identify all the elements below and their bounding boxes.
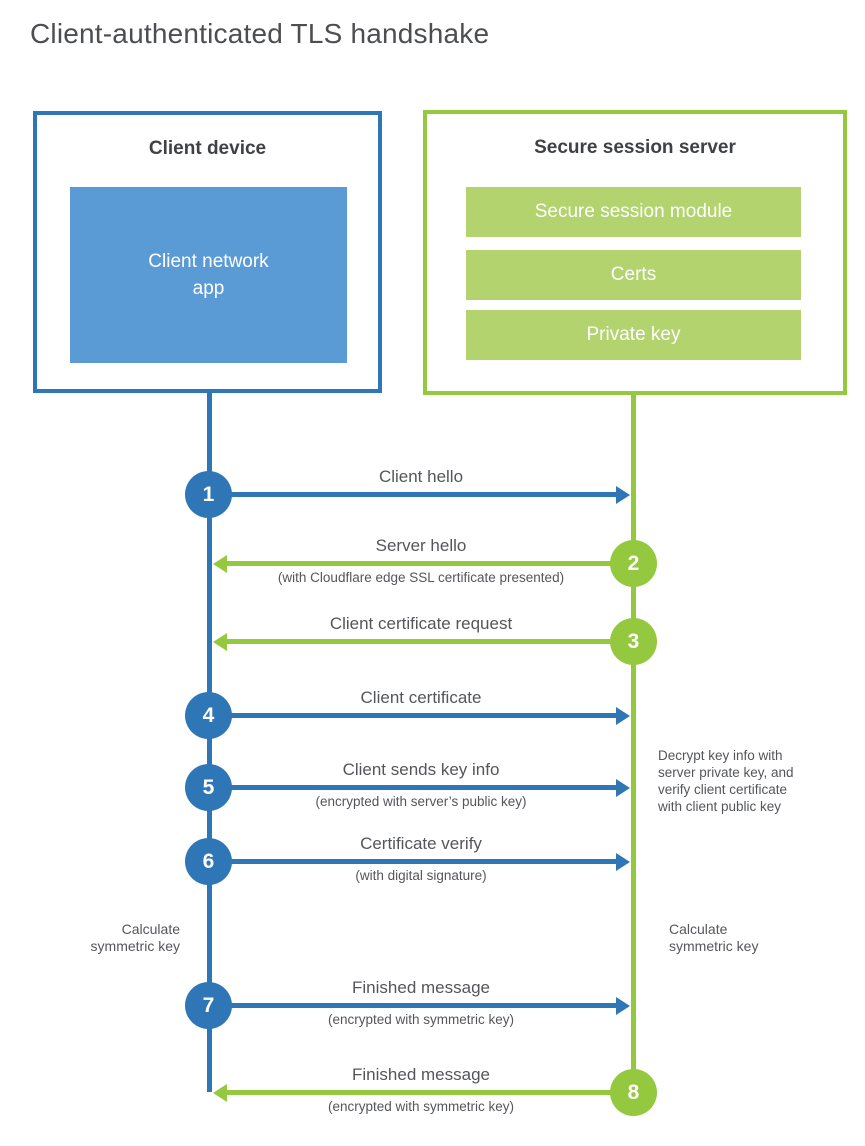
sublabel-server-hello: (with Cloudflare edge SSL certificate pr… [277, 570, 565, 585]
step-circle-7: 7 [185, 982, 232, 1029]
secure-session-server-box: Secure session server Secure session mod… [423, 110, 847, 395]
client-network-app-box: Client network app [70, 187, 347, 363]
label-client-certificate: Client certificate [360, 688, 482, 707]
server-title: Secure session server [534, 137, 736, 158]
certs-bar: Certs [466, 250, 801, 300]
arrow-finished-message-client [209, 1003, 616, 1008]
client-device-title: Client device [148, 138, 267, 159]
arrow-client-certificate [209, 713, 616, 718]
label-finished-message-server: Finished message [352, 1065, 490, 1084]
note-server-calculate-symmetric-key: Calculate symmetric key [669, 921, 759, 954]
sublabel-certificate-verify: (with digital signature) [355, 868, 487, 883]
server-lifeline [631, 395, 636, 1092]
step-circle-4: 4 [185, 692, 232, 739]
arrow-server-hello [227, 561, 633, 566]
step-circle-5: 5 [185, 764, 232, 811]
sublabel-finished-message-client: (encrypted with symmetric key) [327, 1012, 515, 1027]
step-circle-8: 8 [610, 1069, 657, 1116]
client-device-box: Client device Client network app [33, 111, 382, 393]
label-finished-message-client: Finished message [352, 978, 490, 997]
label-certificate-verify: Certificate verify [360, 834, 482, 853]
label-server-hello: Server hello [375, 536, 467, 555]
arrow-client-hello [209, 492, 616, 497]
arrow-finished-message-server [227, 1090, 633, 1095]
step-circle-1: 1 [185, 471, 232, 518]
label-client-hello: Client hello [378, 467, 464, 486]
step-circle-3: 3 [610, 618, 657, 665]
note-server-decrypt-key-info: Decrypt key info with server private key… [658, 748, 794, 814]
arrow-certificate-verify [209, 859, 616, 864]
label-client-sends-key-info: Client sends key info [342, 760, 500, 779]
page-title: Client-authenticated TLS handshake [30, 18, 490, 49]
arrow-client-sends-key-info [209, 785, 616, 790]
arrow-client-certificate-request [227, 639, 633, 644]
label-client-certificate-request: Client certificate request [329, 614, 513, 633]
note-client-calculate-symmetric-key: Calculate symmetric key [90, 921, 180, 954]
step-circle-6: 6 [185, 838, 232, 885]
secure-session-module-bar: Secure session module [466, 187, 801, 237]
step-circle-2: 2 [610, 540, 657, 587]
private-key-bar: Private key [466, 310, 801, 360]
client-lifeline [207, 393, 212, 1092]
sublabel-client-sends-key-info: (encrypted with server’s public key) [315, 794, 527, 809]
sublabel-finished-message-server: (encrypted with symmetric key) [327, 1099, 515, 1114]
